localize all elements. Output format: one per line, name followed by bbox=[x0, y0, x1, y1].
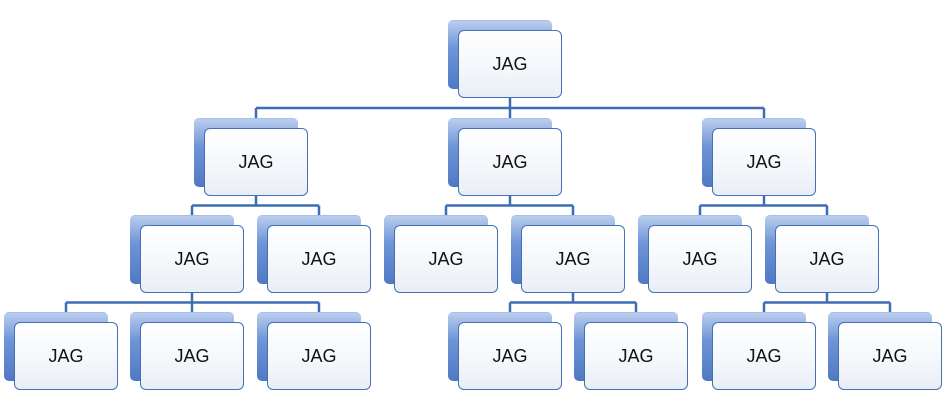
node-label: JAG bbox=[521, 225, 625, 293]
node-label: JAG bbox=[775, 225, 879, 293]
node-label: JAG bbox=[838, 322, 942, 390]
node-l2-a[interactable]: JAG bbox=[130, 215, 244, 293]
node-l3-d[interactable]: JAG bbox=[448, 312, 562, 390]
node-l3-a[interactable]: JAG bbox=[4, 312, 118, 390]
node-l3-e[interactable]: JAG bbox=[574, 312, 688, 390]
node-l3-b[interactable]: JAG bbox=[130, 312, 244, 390]
node-label: JAG bbox=[267, 225, 371, 293]
node-label: JAG bbox=[712, 128, 816, 196]
node-l2-e[interactable]: JAG bbox=[638, 215, 752, 293]
node-label: JAG bbox=[458, 30, 562, 98]
node-label: JAG bbox=[394, 225, 498, 293]
node-label: JAG bbox=[267, 322, 371, 390]
node-label: JAG bbox=[458, 128, 562, 196]
node-l1-left[interactable]: JAG bbox=[194, 118, 308, 196]
node-l3-f[interactable]: JAG bbox=[702, 312, 816, 390]
node-l3-g[interactable]: JAG bbox=[828, 312, 942, 390]
node-label: JAG bbox=[712, 322, 816, 390]
node-l2-b[interactable]: JAG bbox=[257, 215, 371, 293]
node-root[interactable]: JAG bbox=[448, 20, 562, 98]
node-l1-mid[interactable]: JAG bbox=[448, 118, 562, 196]
node-l2-f[interactable]: JAG bbox=[765, 215, 879, 293]
node-label: JAG bbox=[14, 322, 118, 390]
node-label: JAG bbox=[648, 225, 752, 293]
node-l2-d[interactable]: JAG bbox=[511, 215, 625, 293]
node-label: JAG bbox=[458, 322, 562, 390]
node-l3-c[interactable]: JAG bbox=[257, 312, 371, 390]
node-label: JAG bbox=[584, 322, 688, 390]
node-label: JAG bbox=[140, 225, 244, 293]
node-label: JAG bbox=[140, 322, 244, 390]
node-l1-right[interactable]: JAG bbox=[702, 118, 816, 196]
node-label: JAG bbox=[204, 128, 308, 196]
node-l2-c[interactable]: JAG bbox=[384, 215, 498, 293]
